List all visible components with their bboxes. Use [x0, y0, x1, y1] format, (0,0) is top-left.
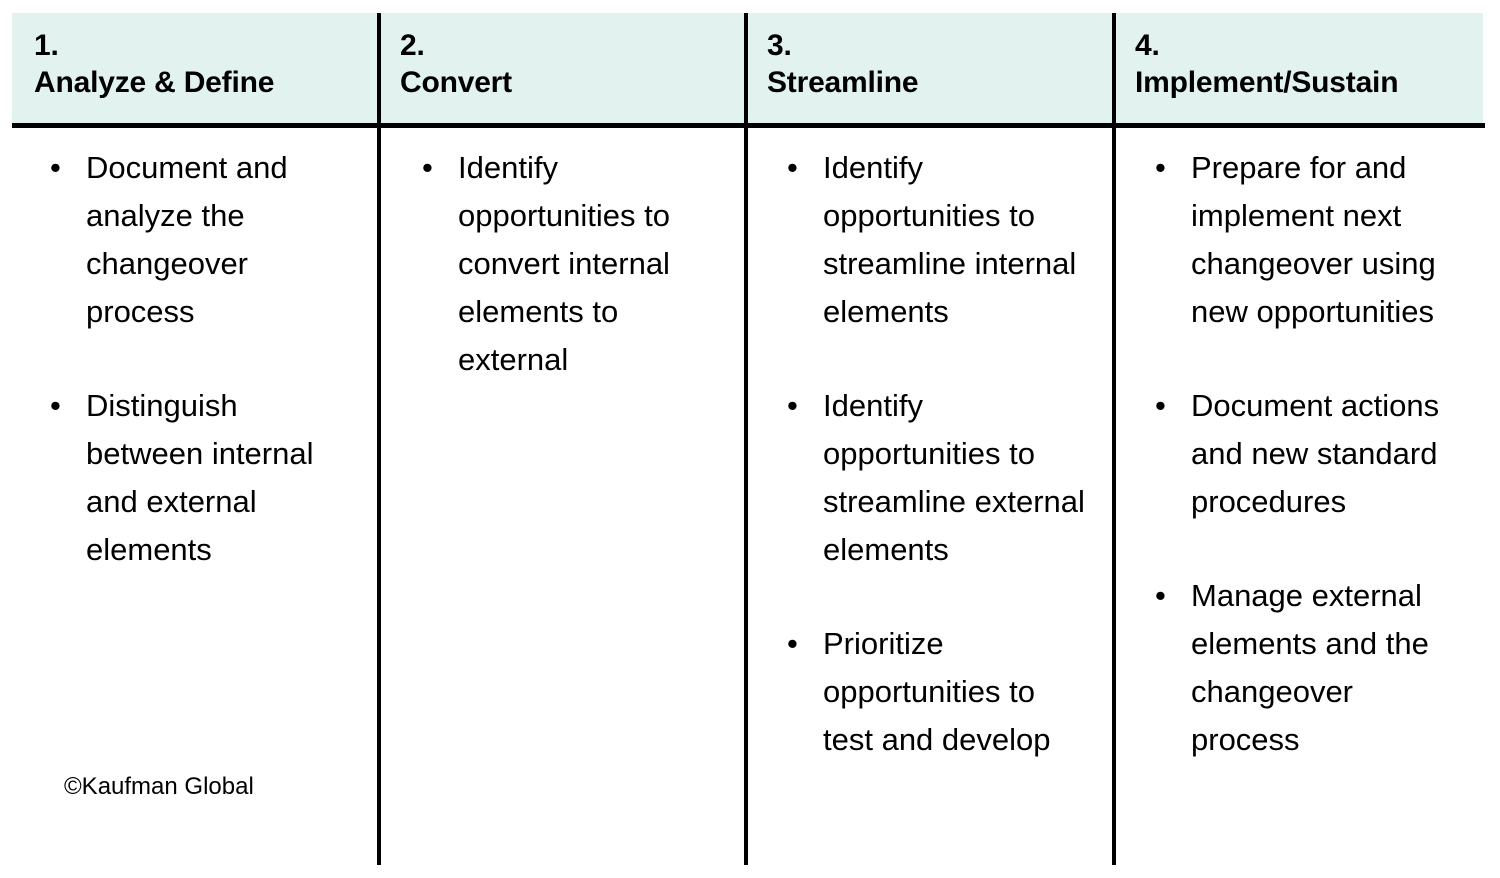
- column-divider-2: [744, 13, 748, 865]
- header-separator-rule: [12, 123, 1485, 128]
- bullet-dot-icon: •: [1155, 150, 1166, 185]
- header-cell-3: 3. Streamline: [745, 13, 1113, 123]
- bullet-dot-icon: •: [422, 150, 433, 185]
- list-item-text: Distinguish between internal and externa…: [86, 388, 314, 568]
- bullet-dot-icon: •: [787, 626, 798, 662]
- header-cell-2: 2. Convert: [378, 13, 745, 123]
- list-item-text: Prioritize opportunities to test and dev…: [823, 626, 1051, 758]
- list-item-text: Identify opportunities to streamline int…: [823, 150, 1077, 330]
- list-item: • Prepare for and implement next changeo…: [1141, 144, 1469, 336]
- header-cell-1: 1. Analyze & Define: [12, 13, 378, 123]
- list-item: • Manage external elements and the chang…: [1141, 572, 1469, 764]
- bullet-dot-icon: •: [50, 150, 61, 185]
- bullet-dot-icon: •: [787, 388, 798, 424]
- body-column-4: • Prepare for and implement next changeo…: [1113, 128, 1483, 878]
- header-number-4: 4.: [1135, 29, 1160, 62]
- list-item: • Prioritize opportunities to test and d…: [773, 620, 1093, 764]
- body-column-1: • Document and analyze the changeover pr…: [12, 128, 378, 878]
- header-number-3: 3.: [767, 29, 792, 62]
- list-item-text: Manage external elements and the changeo…: [1191, 578, 1429, 758]
- list-item-text: Document actions and new standard proced…: [1191, 388, 1440, 520]
- list-item-text: Identify opportunities to convert intern…: [458, 150, 670, 378]
- list-item: • Identify opportunities to streamline i…: [773, 144, 1093, 336]
- header-number-2: 2.: [400, 29, 425, 62]
- bullet-dot-icon: •: [787, 150, 798, 185]
- header-title-3: Streamline: [767, 65, 919, 99]
- header-cell-4: 4. Implement/Sustain: [1113, 13, 1483, 123]
- bullet-list-1: • Document and analyze the changeover pr…: [36, 128, 352, 574]
- list-item: • Document and analyze the changeover pr…: [36, 144, 352, 336]
- list-item: • Identify opportunities to convert inte…: [408, 144, 719, 384]
- list-item-text: Prepare for and implement next changeove…: [1191, 150, 1436, 330]
- bullet-list-2: • Identify opportunities to convert inte…: [408, 128, 719, 384]
- list-item: • Identify opportunities to streamline e…: [773, 382, 1093, 574]
- list-item-text: Document and analyze the changeover proc…: [86, 150, 288, 330]
- column-divider-1: [377, 13, 381, 865]
- bullet-list-4: • Prepare for and implement next changeo…: [1141, 128, 1469, 765]
- header-title-1: Analyze & Define: [34, 65, 275, 99]
- bullet-list-3: • Identify opportunities to streamline i…: [773, 128, 1093, 765]
- bullet-dot-icon: •: [50, 388, 61, 424]
- bullet-dot-icon: •: [1155, 578, 1166, 614]
- copyright-notice: ©Kaufman Global: [64, 773, 254, 800]
- list-item-text: Identify opportunities to streamline ext…: [823, 388, 1085, 568]
- header-title-4: Implement/Sustain: [1135, 65, 1399, 99]
- table-body: • Document and analyze the changeover pr…: [12, 128, 1483, 878]
- header-title-2: Convert: [400, 65, 512, 99]
- body-column-3: • Identify opportunities to streamline i…: [745, 128, 1113, 878]
- body-column-2: • Identify opportunities to convert inte…: [378, 128, 745, 878]
- header-number-1: 1.: [34, 29, 59, 62]
- list-item: • Document actions and new standard proc…: [1141, 382, 1469, 526]
- column-divider-3: [1112, 13, 1116, 865]
- list-item: • Distinguish between internal and exter…: [36, 382, 352, 574]
- bullet-dot-icon: •: [1155, 388, 1166, 424]
